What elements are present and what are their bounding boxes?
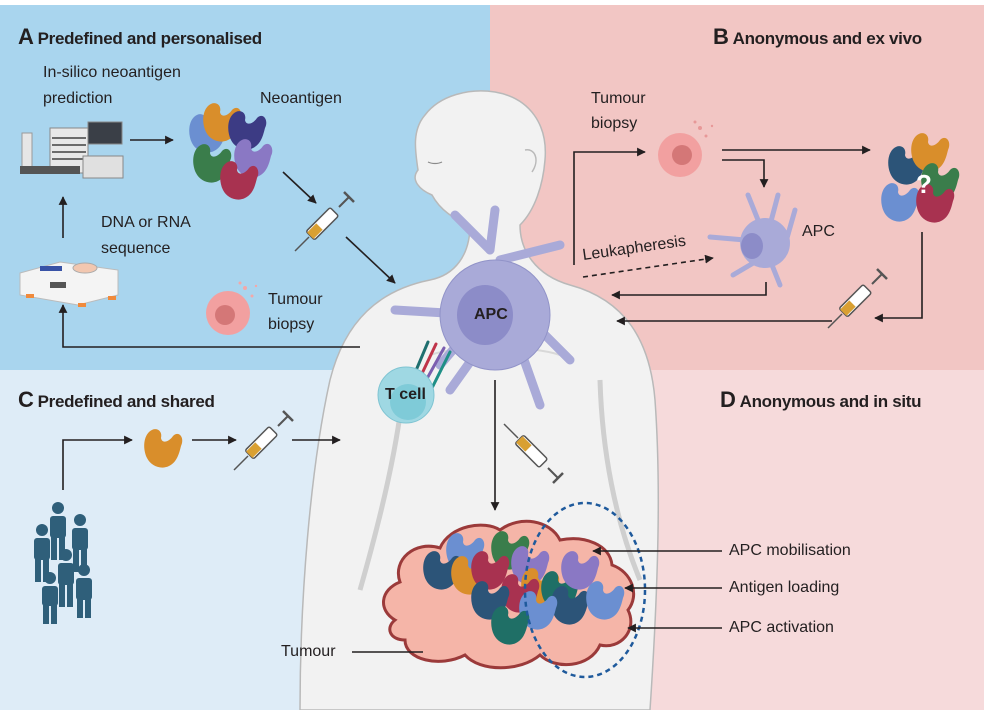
syringe-icon-b bbox=[826, 267, 889, 330]
panel-b-letter: B bbox=[713, 24, 729, 49]
label-tumour: Tumour bbox=[281, 643, 336, 660]
sequencing-computer-icon bbox=[20, 121, 124, 179]
label-insilico-line1: In-silico neoantigen bbox=[43, 64, 181, 81]
label-dna-line1: DNA or RNA bbox=[101, 214, 191, 231]
people-group-icon bbox=[34, 502, 92, 624]
panel-d-title-text: Anonymous and in situ bbox=[739, 392, 922, 411]
label-apc-center: APC bbox=[474, 306, 508, 323]
panel-c-title-text: Predefined and shared bbox=[37, 392, 215, 411]
syringe-icon-c bbox=[232, 409, 295, 472]
label-apc-b: APC bbox=[802, 223, 835, 240]
label-tumour-biopsy-a-line1: Tumour bbox=[268, 291, 323, 308]
label-tumour-biopsy-a-line2: biopsy bbox=[268, 316, 315, 333]
neoantigen-cluster-icon bbox=[189, 103, 273, 200]
tumour-mass bbox=[382, 519, 636, 670]
shared-antigen-icon bbox=[144, 429, 183, 468]
unknown-antigen-cluster-icon: ? bbox=[881, 133, 960, 223]
panel-c-letter: C bbox=[18, 387, 34, 412]
closed-eye-icon bbox=[427, 161, 443, 165]
panel-a-letter: A bbox=[18, 24, 34, 49]
panel-d-letter: D bbox=[720, 387, 736, 412]
panel-d-arrows bbox=[592, 546, 722, 633]
tumour-biopsy-cell-b bbox=[658, 120, 714, 177]
in-situ-dotted-ellipse bbox=[523, 501, 647, 679]
label-apc-activation: APC activation bbox=[729, 619, 834, 636]
label-dna-line2: sequence bbox=[101, 240, 171, 257]
syringe-icon-a bbox=[293, 190, 356, 253]
apc-cell-central bbox=[390, 205, 575, 410]
label-tumour-biopsy-b-line1: Tumour bbox=[591, 90, 646, 107]
t-cell bbox=[377, 340, 452, 424]
label-insilico-line2: prediction bbox=[43, 90, 113, 107]
ear-icon bbox=[524, 149, 537, 173]
panel-b-title-text: Anonymous and ex vivo bbox=[732, 29, 923, 48]
label-tumour-biopsy-b-line2: biopsy bbox=[591, 115, 638, 132]
label-neoantigen: Neoantigen bbox=[260, 90, 342, 107]
label-apc-mobilisation: APC mobilisation bbox=[729, 542, 851, 559]
label-t-cell: T cell bbox=[385, 386, 426, 403]
apc-cell-b bbox=[707, 192, 798, 288]
panel-c-arrows bbox=[62, 435, 341, 490]
label-antigen-loading: Antigen loading bbox=[729, 579, 840, 596]
panel-a-arrows bbox=[58, 135, 396, 348]
dna-sequencer-icon bbox=[19, 261, 119, 307]
question-mark: ? bbox=[916, 169, 932, 199]
panel-a-title-text: Predefined and personalised bbox=[37, 29, 263, 48]
tumour-biopsy-cell-a bbox=[206, 281, 258, 335]
panel-b-arrows bbox=[573, 145, 923, 326]
